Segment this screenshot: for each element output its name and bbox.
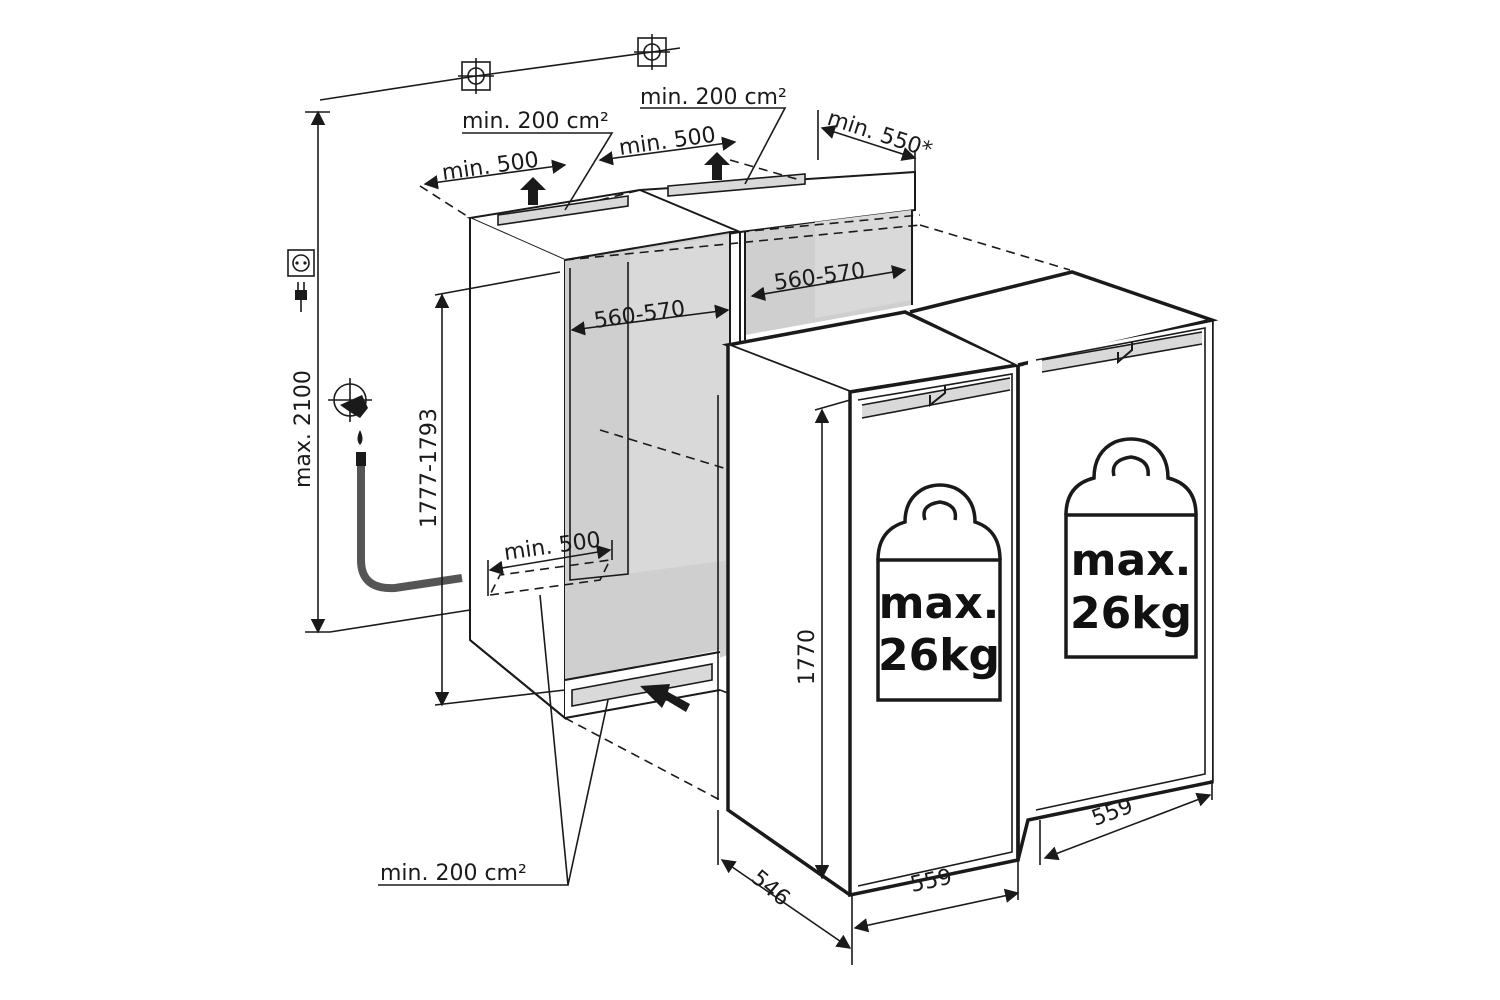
label-appliance-height: 1770 [795,629,820,685]
label-vent-top-right-depth: min. 500 [617,123,717,161]
weight-icon: max. 26kg [876,483,1002,702]
plug-icon [295,282,307,312]
weight-icon: max. 26kg [1064,437,1198,659]
label-max-height: max. 2100 [291,370,316,488]
label-clearance-depth: min. 550* [824,106,935,163]
label-vent-top-left-area: min. 200 cm² [462,109,609,134]
door-load-right-line2: 26kg [1070,588,1192,639]
appliance-right [909,270,1219,861]
label-vent-top-left-depth: min. 500 [440,148,540,186]
reference-line [319,47,681,101]
door-load-right-line1: max. [1071,535,1192,586]
socket-icon [287,249,315,277]
door-load-left-line1: max. [879,578,1000,629]
dimension-lines [305,107,1213,965]
label-vent-top-right-area: min. 200 cm² [640,85,787,110]
vent-grille-top-right [668,174,805,196]
label-vent-bottom-area: min. 200 cm² [380,861,527,886]
water-hose [357,466,463,593]
water-tap-icon [328,378,372,466]
label-niche-height: 1777-1793 [417,408,442,528]
door-load-left-line2: 26kg [878,630,1000,681]
vent-grille-top-left [498,196,628,225]
